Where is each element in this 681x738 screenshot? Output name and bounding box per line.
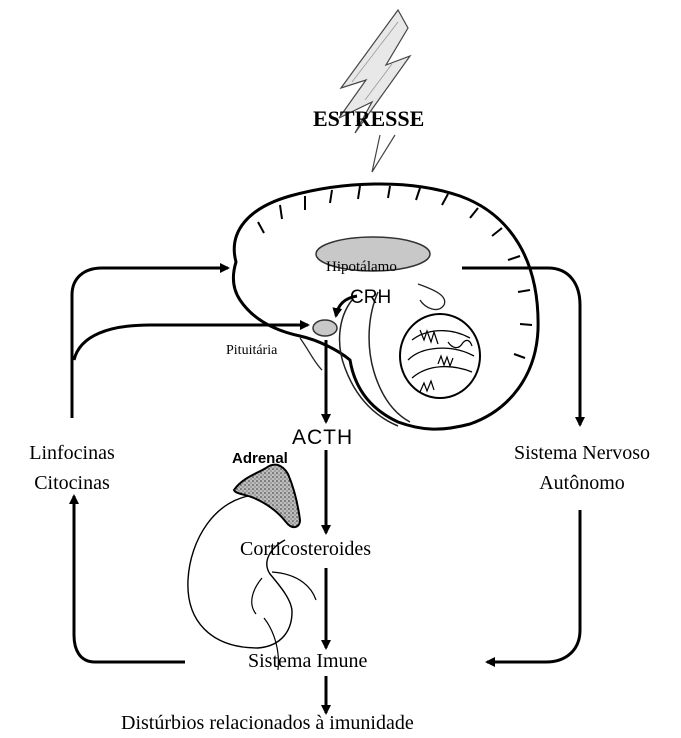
immune-system-label: Sistema Imune: [248, 650, 367, 673]
acth-label: ACTH: [292, 426, 353, 450]
adrenal-gland-shape: [234, 465, 300, 527]
adrenal-label: Adrenal: [232, 450, 288, 467]
cytokines-line2: Citocinas: [6, 468, 138, 498]
immune-disorders-label: Distúrbios relacionados à imunidade: [121, 712, 414, 735]
ans-line2: Autônomo: [492, 468, 672, 498]
ans-line1: Sistema Nervoso: [492, 438, 672, 468]
hypothalamus-label: Hipotálamo: [326, 259, 397, 276]
stress-label: ESTRESSE: [313, 106, 424, 132]
lymphokines-line1: Linfocinas: [6, 438, 138, 468]
cerebellum-illustration: [400, 314, 480, 398]
crh-label: CRH: [350, 287, 391, 309]
lymphokines-label: Linfocinas Citocinas: [6, 438, 138, 498]
ans-to-immune-arrow: [487, 510, 580, 662]
pituitary-label: Pituitária: [226, 343, 277, 359]
corticosteroids-label: Corticosteroides: [240, 538, 371, 561]
pituitary-gland-shape: [313, 320, 337, 336]
lymphokines-to-brain-arrow: [72, 268, 228, 418]
autonomic-nervous-system-label: Sistema Nervoso Autônomo: [492, 438, 672, 498]
immune-to-lymphokines-arrow: [74, 496, 185, 662]
lightning-bolt-icon: [339, 10, 410, 172]
